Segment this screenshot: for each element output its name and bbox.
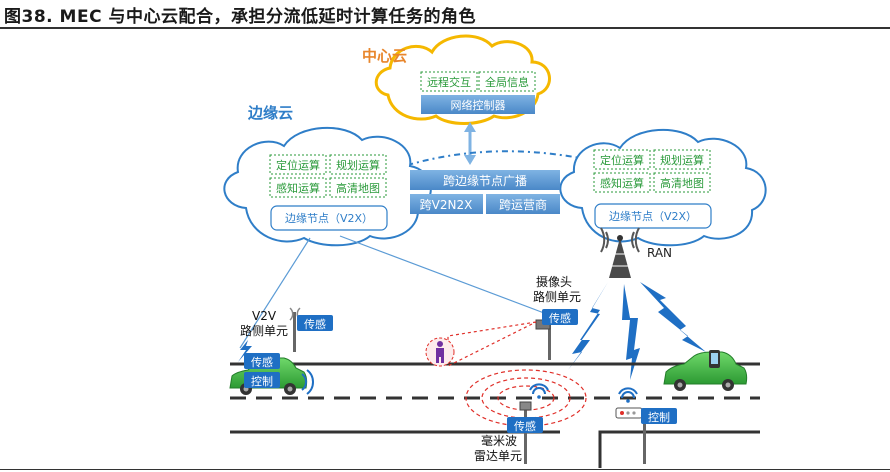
left-car-control-tag: 控制 bbox=[244, 372, 280, 388]
phone-icon bbox=[709, 350, 720, 368]
left-node-to-car-line bbox=[239, 237, 311, 349]
v2v-rsu-sense-label: 传感 bbox=[304, 318, 326, 331]
lightning-bolt-to-radar bbox=[568, 282, 608, 370]
road-bottom-edge-right bbox=[598, 430, 760, 468]
left-node-to-camera-line bbox=[339, 235, 553, 317]
right-signal-control-tag: 控制 bbox=[641, 408, 677, 424]
camera-rsu-sense-tag: 传感 bbox=[542, 309, 578, 325]
left-item-positioning: 定位运算 bbox=[269, 154, 327, 175]
ran-tower bbox=[600, 227, 640, 278]
left-edge-node: 边缘节点（V2X） bbox=[270, 205, 388, 231]
right-signal-control-label: 控制 bbox=[648, 410, 670, 424]
pedestrian bbox=[425, 337, 455, 367]
network-controller: 网络控制器 bbox=[421, 95, 535, 114]
edge-cloud-title: 边缘云 bbox=[247, 104, 293, 122]
radar-sense-label: 传感 bbox=[514, 420, 536, 433]
left-car-sense-tag: 传感 bbox=[244, 353, 280, 369]
lightning-bolt-to-car bbox=[640, 282, 706, 352]
right-item-positioning-label: 定位运算 bbox=[600, 153, 644, 167]
right-edge-node: 边缘节点（V2X） bbox=[594, 203, 712, 229]
center-item-remote-label: 远程交互 bbox=[427, 75, 471, 89]
network-controller-label: 网络控制器 bbox=[451, 98, 506, 112]
right-item-hdmap: 高清地图 bbox=[653, 172, 711, 193]
camera-rsu bbox=[535, 319, 551, 360]
left-item-planning: 规划运算 bbox=[329, 154, 387, 175]
left-item-hdmap: 高清地图 bbox=[329, 177, 387, 198]
left-item-perception: 感知运算 bbox=[269, 177, 327, 198]
v2v-rsu-line2: 路侧单元 bbox=[240, 323, 288, 338]
radar-wifi-icon bbox=[529, 383, 549, 399]
right-item-planning-label: 规划运算 bbox=[660, 153, 704, 167]
left-item-perception-label: 感知运算 bbox=[276, 181, 320, 195]
left-item-positioning-label: 定位运算 bbox=[276, 158, 320, 172]
right-item-perception-label: 感知运算 bbox=[600, 176, 644, 190]
center-edge-double-arrow bbox=[464, 122, 476, 165]
cross-v2n2x-label: 跨V2N2X bbox=[420, 198, 473, 212]
camera-rsu-line1: 摄像头 bbox=[536, 274, 572, 289]
title-underline bbox=[0, 27, 890, 29]
center-cloud-title: 中心云 bbox=[362, 47, 407, 65]
right-car bbox=[663, 351, 748, 391]
right-edge-node-label: 边缘节点（V2X） bbox=[609, 210, 697, 223]
camera-rsu-sense-label: 传感 bbox=[549, 312, 571, 325]
cross-v2n2x: 跨V2N2X bbox=[410, 194, 483, 214]
radar-sense-tag: 传感 bbox=[507, 417, 543, 433]
center-item-global-label: 全局信息 bbox=[485, 75, 529, 89]
right-item-perception: 感知运算 bbox=[593, 172, 651, 193]
right-item-planning: 规划运算 bbox=[653, 149, 711, 170]
figure-title: 图38. MEC 与中心云配合，承担分流低延时计算任务的角色 bbox=[4, 7, 476, 27]
left-car-lightning-icon bbox=[238, 340, 252, 362]
right-item-positioning: 定位运算 bbox=[593, 149, 651, 170]
ran-label: RAN bbox=[647, 246, 672, 260]
radar-line2: 雷达单元 bbox=[474, 449, 522, 463]
left-car-signal-icon bbox=[301, 369, 314, 395]
cross-edge-broadcast: 跨边缘节点广播 bbox=[410, 170, 560, 190]
v2v-rsu-sense-tag: 传感 bbox=[297, 315, 333, 331]
right-item-hdmap-label: 高清地图 bbox=[660, 176, 704, 190]
camera-rsu-line2: 路侧单元 bbox=[533, 289, 581, 304]
cross-edge-broadcast-label: 跨边缘节点广播 bbox=[443, 174, 527, 188]
edge-interconnect-arc bbox=[391, 150, 581, 171]
left-item-planning-label: 规划运算 bbox=[336, 158, 380, 172]
center-item-remote: 远程交互 bbox=[420, 71, 478, 92]
cross-operator-label: 跨运营商 bbox=[499, 197, 547, 212]
radar-unit bbox=[519, 401, 532, 464]
camera-view-cone bbox=[447, 321, 537, 367]
v2v-rsu-line1: V2V bbox=[252, 309, 277, 323]
cross-operator: 跨运营商 bbox=[486, 194, 560, 214]
left-item-hdmap-label: 高清地图 bbox=[336, 181, 380, 195]
right-signal-wifi-icon bbox=[618, 387, 638, 403]
left-car-sense-label: 传感 bbox=[251, 356, 273, 369]
left-edge-node-label: 边缘节点（V2X） bbox=[285, 212, 373, 225]
bottom-rule bbox=[0, 469, 890, 470]
center-item-global: 全局信息 bbox=[478, 71, 536, 92]
radar-line1: 毫米波 bbox=[481, 433, 517, 448]
left-car-control-label: 控制 bbox=[251, 374, 273, 388]
lightning-bolt-to-signal bbox=[622, 284, 640, 380]
